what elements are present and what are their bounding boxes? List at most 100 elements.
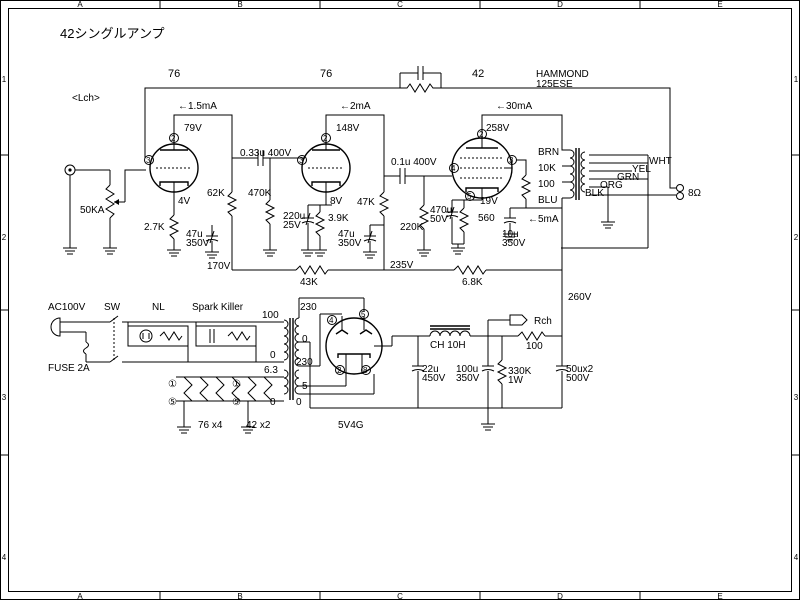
pt-tap0: 0 bbox=[270, 350, 276, 361]
c-mid-voltage: 350V bbox=[456, 373, 480, 384]
heater-pin-a: ① bbox=[168, 379, 177, 390]
rect-pin4: 4 bbox=[329, 316, 334, 325]
frame-col-e-bottom: E bbox=[717, 592, 722, 600]
ac-label: AC100V bbox=[48, 302, 86, 313]
c-b3-voltage: 350V bbox=[502, 238, 526, 249]
frame-row-4: 4 bbox=[2, 553, 7, 562]
c2-cathode-voltage: 25V bbox=[283, 220, 301, 231]
tube-v1 bbox=[149, 120, 199, 205]
vol-label: 50KA bbox=[80, 205, 105, 216]
v3-cathode-voltage: 19V bbox=[480, 196, 498, 207]
r2-cathode-label: 3.9K bbox=[328, 213, 349, 224]
heater-76-label: 76 x4 bbox=[198, 420, 223, 431]
rectifier-type: 5V4G bbox=[338, 420, 364, 431]
frame-col-d: D bbox=[557, 0, 563, 9]
r-bleed-label: 330K bbox=[508, 366, 532, 377]
b-plus-rail bbox=[232, 265, 563, 336]
pt-tap0b: 0 bbox=[302, 334, 308, 345]
transformer-model: HAMMOND bbox=[536, 69, 589, 80]
v1-cathode-voltage: 4V bbox=[178, 196, 191, 207]
heater-string bbox=[176, 376, 284, 434]
c3-cathode-voltage: 50V bbox=[430, 214, 448, 225]
neon-lamp bbox=[127, 322, 189, 362]
c-b1-voltage: 350V bbox=[186, 238, 210, 249]
frame-col-c-bottom: C bbox=[397, 592, 403, 600]
filter-network bbox=[310, 314, 569, 431]
frame-col-b-bottom: B bbox=[237, 592, 242, 600]
frame-row-2-right: 2 bbox=[794, 233, 799, 242]
nl-label: NL bbox=[152, 302, 165, 313]
v3-screen-network bbox=[503, 159, 562, 241]
c-couple1-label: 0.33u 400V bbox=[240, 148, 291, 159]
c-out-label: 50ux2 bbox=[566, 364, 594, 375]
frame-row-3: 3 bbox=[2, 393, 7, 402]
output-transformer bbox=[481, 114, 676, 270]
tube-rectifier bbox=[325, 316, 392, 375]
sw-label: SW bbox=[104, 302, 121, 313]
pt-tap0c: 0 bbox=[270, 397, 276, 408]
pt-tap230a: 230 bbox=[300, 302, 317, 313]
ot-wht-label: WHT bbox=[649, 156, 672, 167]
pt-tap63: 6.3 bbox=[264, 365, 278, 376]
c-mid-label: 100u bbox=[456, 364, 478, 375]
heater-pin-b: ⑤ bbox=[168, 397, 177, 408]
v1-pin2: 2 bbox=[171, 134, 176, 143]
frame-col-c: C bbox=[397, 0, 403, 9]
c-b2-label: 47u bbox=[338, 229, 355, 240]
ot-blk-label: BLK bbox=[585, 188, 604, 199]
v1-plate-voltage: 79V bbox=[184, 123, 202, 134]
rect-pin6: 5 bbox=[361, 310, 366, 319]
speaker-impedance: 8Ω bbox=[688, 188, 702, 199]
heater-pin-b2: ⑤ bbox=[232, 397, 241, 408]
v3-cathode-network bbox=[445, 199, 482, 255]
rect-pin8: 8 bbox=[363, 366, 368, 375]
c-b2-voltage: 350V bbox=[338, 238, 362, 249]
v2-type-label: 76 bbox=[320, 68, 332, 80]
r-rch-label: 100 bbox=[526, 341, 543, 352]
v3-cathode-current: ←5mA bbox=[528, 214, 559, 225]
ot-100-label: 100 bbox=[538, 179, 555, 190]
b170-label: 170V bbox=[207, 261, 231, 272]
v3-pin5: 5 bbox=[467, 192, 472, 201]
pt-tap100: 100 bbox=[262, 310, 279, 321]
r3-cathode-label: 560 bbox=[478, 213, 495, 224]
r1-cathode-label: 2.7K bbox=[144, 222, 165, 233]
volume-pot bbox=[103, 169, 146, 255]
v2-grid-resistor bbox=[263, 158, 277, 257]
v1-current: ←1.5mA bbox=[178, 101, 217, 112]
tube-v2 bbox=[301, 120, 351, 205]
v1-type-label: 76 bbox=[168, 68, 180, 80]
power-transformer bbox=[280, 297, 375, 408]
v1-pin3: 3 bbox=[146, 156, 151, 165]
transformer-part: 125ESE bbox=[536, 79, 573, 90]
rch-label: Rch bbox=[534, 316, 552, 327]
v2-pin3: 3 bbox=[299, 156, 304, 165]
v3-plate-voltage: 258V bbox=[486, 123, 510, 134]
nfb-loop bbox=[144, 66, 676, 189]
frame-row-1-right: 1 bbox=[794, 75, 799, 84]
ot-10k-label: 10K bbox=[538, 163, 556, 174]
c3-cathode-label: 470u bbox=[430, 205, 452, 216]
v2-plate-voltage: 148V bbox=[336, 123, 360, 134]
frame-col-a: A bbox=[77, 0, 83, 9]
speaker-terminals bbox=[676, 184, 684, 200]
frame-row-3-right: 3 bbox=[794, 393, 799, 402]
r-bleed-watt: 1W bbox=[508, 375, 524, 386]
frame-row-4-right: 4 bbox=[794, 553, 799, 562]
v3-type-label: 42 bbox=[472, 68, 484, 80]
ot-grn-label: GRN bbox=[617, 172, 639, 183]
spark-killer bbox=[195, 321, 280, 363]
spark-killer-label: Spark Killer bbox=[192, 302, 244, 313]
c-out-voltage: 500V bbox=[566, 373, 590, 384]
input-jack bbox=[63, 164, 110, 255]
c2-cathode-label: 220u bbox=[283, 211, 305, 222]
frame-col-a-bottom: A bbox=[77, 592, 83, 600]
rect-pin2: 2 bbox=[337, 366, 342, 375]
v2-cathode-voltage: 8V bbox=[330, 196, 343, 207]
v3-current: ←30mA bbox=[496, 101, 532, 112]
ot-brn-label: BRN bbox=[538, 147, 559, 158]
r-drop2-label: 6.8K bbox=[462, 277, 483, 288]
ot-org-label: ORG bbox=[600, 180, 623, 191]
frame-row-2: 2 bbox=[2, 233, 7, 242]
